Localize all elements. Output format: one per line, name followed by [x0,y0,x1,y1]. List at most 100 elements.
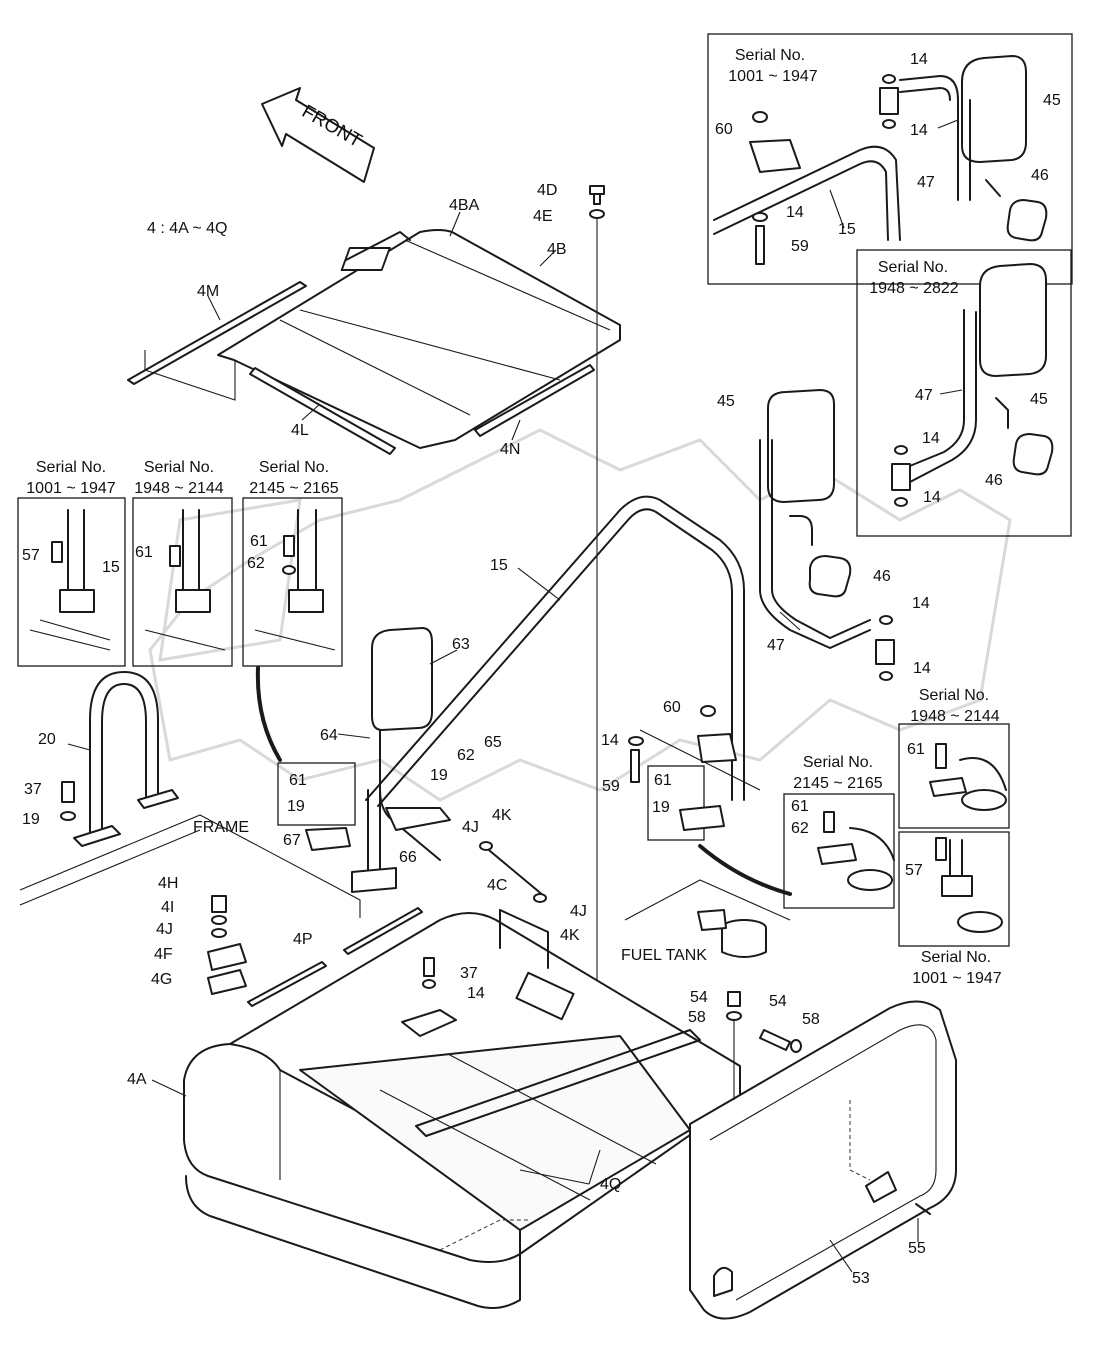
label-4c: 4C [487,877,507,894]
label-62-c: 62 [791,820,809,837]
label-4l: 4L [291,422,309,439]
label-57-b: 57 [905,862,923,879]
label-61-c: 61 [289,772,307,789]
bolt-4d [589,185,605,219]
label-66: 66 [399,849,417,866]
label-46-b: 46 [1031,167,1049,184]
label-62-a: 62 [247,555,265,572]
front-arrow: FRONT [261,87,375,183]
label-14-h: 14 [922,430,940,447]
label-45-a: 45 [717,393,735,410]
label-61-d: 61 [654,772,672,789]
serial-1-range: 1001 ~ 1947 [26,480,116,497]
serial-4-title: Serial No. [735,47,805,64]
serial-box-mid-right [856,249,1072,537]
label-14-b: 14 [601,732,619,749]
label-14-c: 14 [912,595,930,612]
label-4g: 4G [151,971,172,988]
frame [19,814,361,918]
label-14-d: 14 [913,660,931,677]
label-14-f: 14 [910,122,928,139]
label-65: 65 [484,734,502,751]
hardware-4h [207,895,247,995]
label-4p: 4P [293,931,313,948]
serial-6-range: 1948 ~ 2144 [910,708,1000,725]
serial-box-1 [17,497,126,667]
label-15-a: 15 [102,559,120,576]
label-4i: 4I [161,899,174,916]
label-15-b: 15 [490,557,508,574]
label-47-b: 47 [917,174,935,191]
label-54-b: 54 [769,993,787,1010]
label-61-a: 61 [135,544,153,561]
label-59-a: 59 [602,778,620,795]
top-cover [127,229,621,455]
label-67: 67 [283,832,301,849]
leader-lines [67,119,963,1273]
callout-labels: 4D 4E 4BA 4B 4M 4L 4N 15 15 57 61 61 62 … [22,51,1061,1287]
label-4d: 4D [537,182,557,199]
label-14-e: 14 [910,51,928,68]
serial-7-range: 2145 ~ 2165 [793,775,883,792]
serial-8-title: Serial No. [921,949,991,966]
rollbar-15 [365,495,745,831]
label-19-a: 19 [22,811,40,828]
serial-5-title: Serial No. [878,259,948,276]
serial-5-range: 1948 ~ 2822 [869,280,959,297]
label-4b: 4B [547,241,567,258]
label-4n: 4N [500,441,520,458]
serial-box-3 [242,497,343,667]
label-4a: 4A [127,1071,147,1088]
label-54-a: 54 [690,989,708,1006]
bracket-center [628,705,761,791]
label-47-c: 47 [915,387,933,404]
mirror-63 [351,627,441,893]
label-4j-a: 4J [462,819,479,836]
label-4j-b: 4J [570,903,587,920]
label-61-e: 61 [907,741,925,758]
label-61-f: 61 [791,798,809,815]
label-58-b: 58 [802,1011,820,1028]
label-4e: 4E [533,208,553,225]
serial-4-range: 1001 ~ 1947 [728,68,818,85]
label-4k-b: 4K [560,927,580,944]
side-panel-53 [689,1000,957,1320]
body-4a [183,909,741,1309]
label-53: 53 [852,1270,870,1287]
serial-box-right-1 [898,723,1010,829]
mirror-assembly-center [759,389,895,681]
label-60-b: 60 [715,121,733,138]
bolts-54-58 [726,991,802,1100]
label-63: 63 [452,636,470,653]
label-64: 64 [320,727,338,744]
serial-labels: Serial No. 1001 ~ 1947 Serial No. 1948 ~… [26,47,1002,987]
serial-2-title: Serial No. [144,459,214,476]
label-20: 20 [38,731,56,748]
label-55: 55 [908,1240,926,1257]
serial-6-title: Serial No. [919,687,989,704]
label-4h: 4H [158,875,178,892]
serial-8-range: 1001 ~ 1947 [912,970,1002,987]
serial-box-2 [132,497,233,667]
label-4f: 4F [154,946,173,963]
link-rod-4c [479,841,547,903]
frame-label: FRAME [193,819,249,836]
label-4k-a: 4K [492,807,512,824]
serial-2-range: 1948 ~ 2144 [134,480,224,497]
label-37-b: 37 [460,965,478,982]
label-60-a: 60 [663,699,681,716]
callout-box-1 [277,762,356,826]
label-14-g: 14 [786,204,804,221]
handrail-20 [60,671,179,847]
label-61-b: 61 [250,533,268,550]
label-59-b: 59 [791,238,809,255]
label-14-i: 14 [923,489,941,506]
label-62-b: 62 [457,747,475,764]
serial-7-title: Serial No. [803,754,873,771]
label-14-a: 14 [467,985,485,1002]
serial-box-top-right [707,33,1073,285]
label-4q: 4Q [600,1176,621,1193]
serial-box-right-2 [783,793,895,909]
serial-3-title: Serial No. [259,459,329,476]
